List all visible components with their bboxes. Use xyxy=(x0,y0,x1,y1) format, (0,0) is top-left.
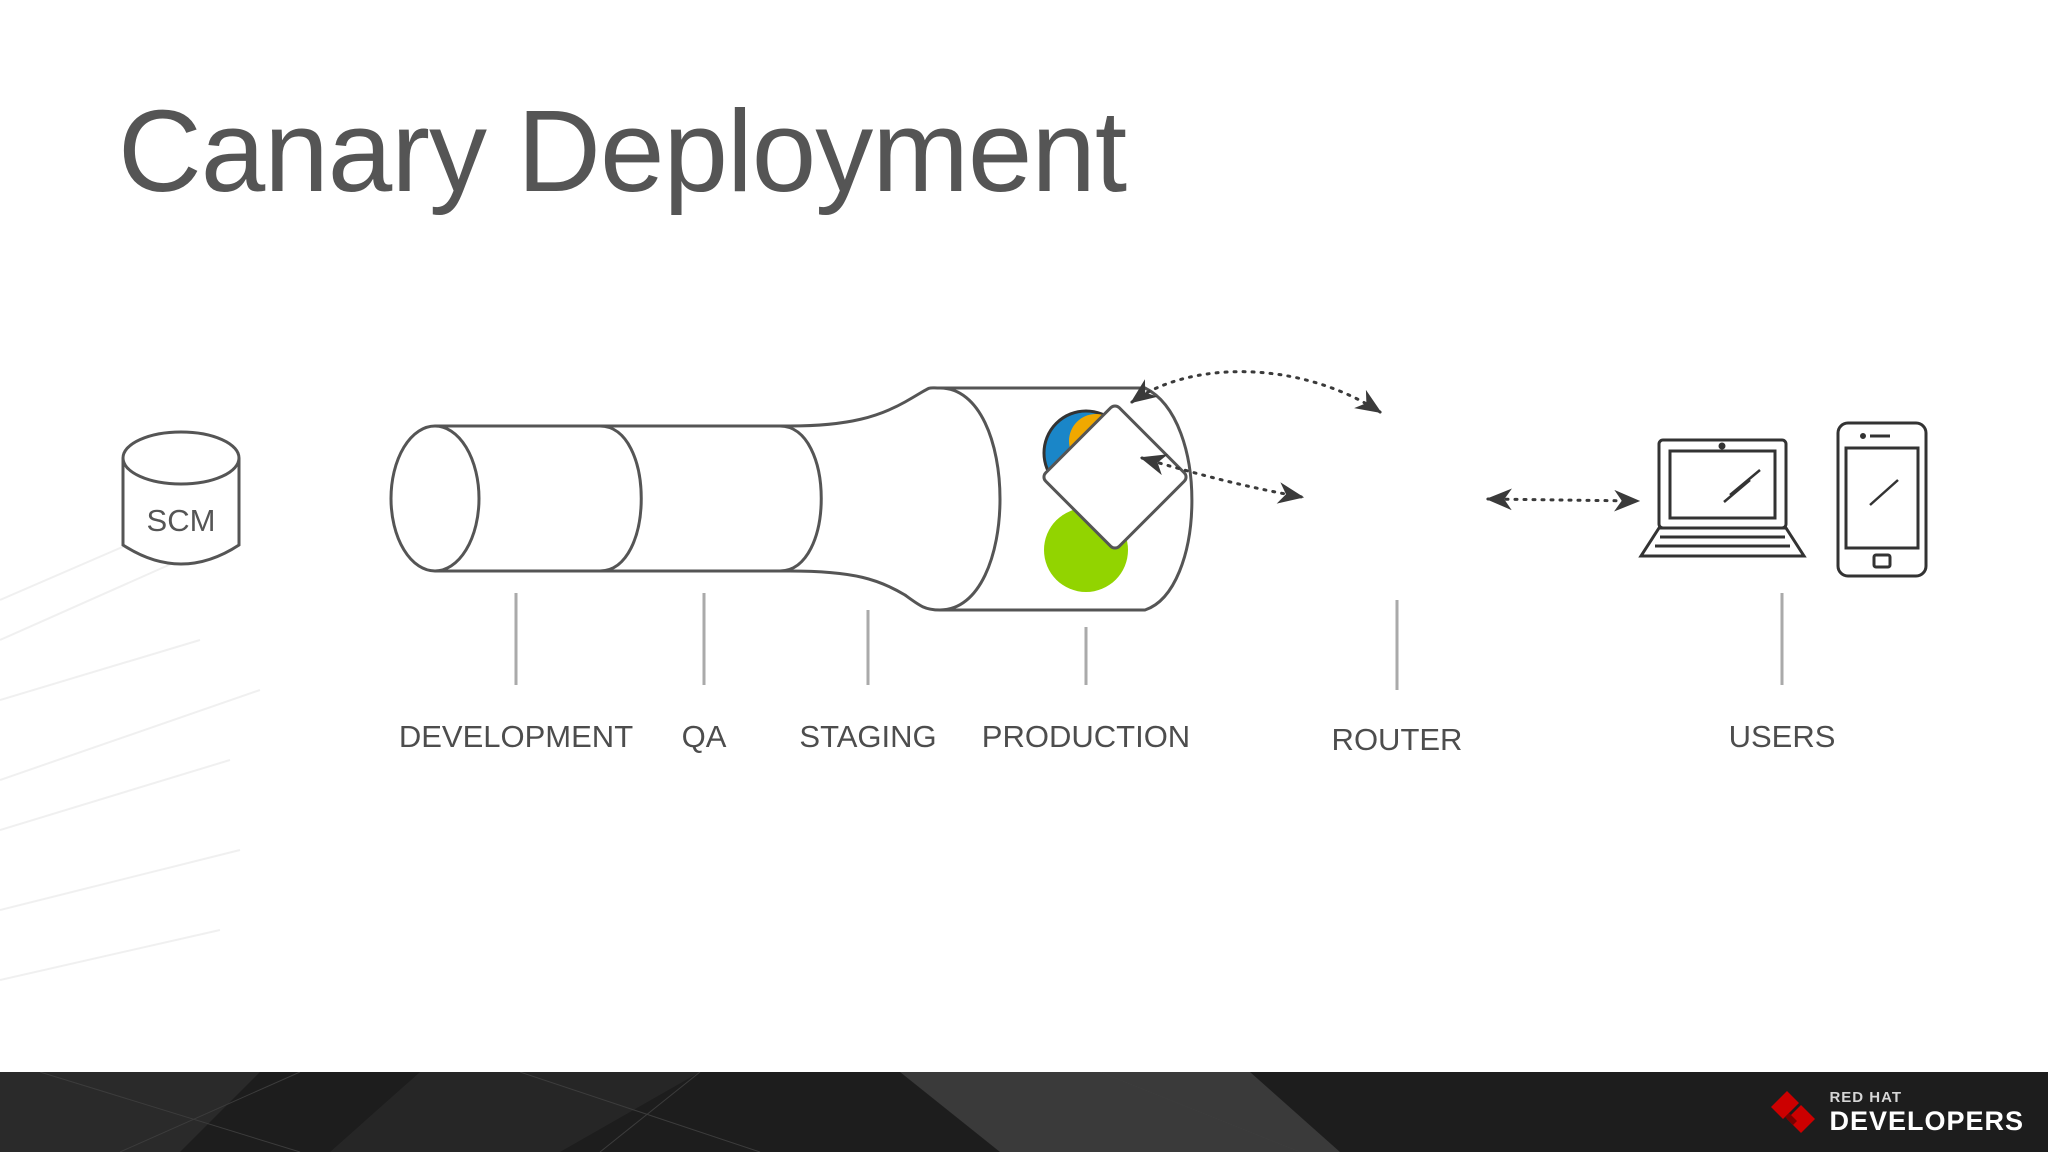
pipeline-tube xyxy=(389,386,1194,612)
stage-label-production: PRODUCTION xyxy=(981,719,1191,754)
arrow-router-to-users xyxy=(1485,488,1641,512)
canary-diagram xyxy=(121,370,1928,690)
stage-ring-production xyxy=(939,386,1002,612)
background-watermark xyxy=(0,534,261,981)
stage-label-staging: STAGING xyxy=(799,719,937,754)
diamond-icon xyxy=(1042,404,1188,550)
router-label: ROUTER xyxy=(1331,722,1463,757)
logo-text-top: RED HAT xyxy=(1829,1088,1903,1106)
scm-label: SCM xyxy=(146,503,216,538)
stage-ring-qa xyxy=(599,424,643,573)
stage-label-qa: QA xyxy=(681,719,727,754)
slide-title: Canary Deployment xyxy=(118,86,1127,216)
footer-texture xyxy=(0,1072,1340,1152)
laptop-icon xyxy=(1638,438,1807,558)
label-connectors xyxy=(514,593,1784,690)
logo-text-bottom: DEVELOPERS xyxy=(1829,1105,2024,1136)
stage-ring-staging xyxy=(779,424,823,573)
users-label: USERS xyxy=(1728,719,1836,754)
database-cylinder-icon xyxy=(121,430,241,566)
stage-label-development: DEVELOPMENT xyxy=(398,719,634,754)
arrow-router-to-canary xyxy=(1130,370,1382,414)
footer-bar: RED HAT DEVELOPERS xyxy=(0,1072,2048,1152)
smartphone-icon xyxy=(1836,421,1928,578)
red-hat-developers-logo: RED HAT DEVELOPERS xyxy=(1769,1084,2024,1140)
stage-ring-development xyxy=(389,424,481,573)
arrow-router-to-stable xyxy=(1139,454,1305,504)
red-hat-logo-icon xyxy=(1771,1091,1816,1133)
